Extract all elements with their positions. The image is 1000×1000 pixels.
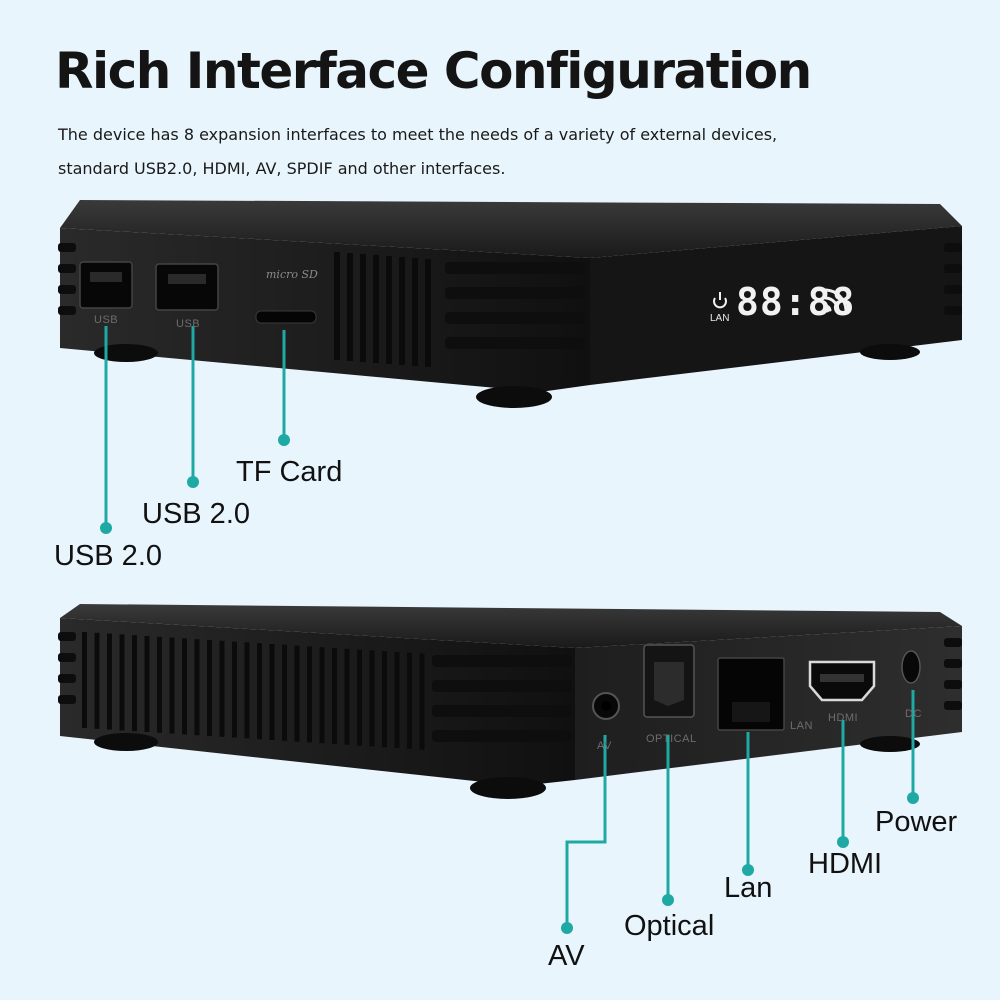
vent-slot	[319, 647, 325, 744]
vent-slot	[419, 653, 425, 750]
vent-slot	[182, 638, 187, 735]
usb-port-label-2: USB	[176, 318, 201, 330]
av-port-label: AV	[597, 740, 612, 752]
vent-slot	[119, 634, 125, 731]
rear-device	[58, 604, 962, 799]
dc-port-label: DC	[905, 708, 922, 720]
callout-usb-2: USB 2.0	[142, 498, 250, 530]
subtitle-line-1: The device has 8 expansion interfaces to…	[58, 125, 778, 144]
vent-slot	[269, 644, 275, 740]
av-jack	[592, 692, 620, 720]
vent-slot	[219, 640, 225, 737]
tf-card-slot	[255, 310, 317, 324]
vent-slot	[307, 646, 312, 743]
rear-left-ribs	[58, 632, 76, 704]
micro-sd-mark: micro SD	[266, 268, 318, 281]
usb-port-label-1: USB	[94, 314, 119, 326]
vent-slot	[207, 640, 212, 736]
power-icon	[713, 292, 727, 309]
callout-tf-card: TF Card	[236, 456, 343, 488]
led-display: 88:88	[736, 280, 856, 324]
lan-port	[717, 657, 785, 731]
callout-lan: Lan	[724, 872, 773, 904]
vent-slot	[394, 652, 400, 748]
rear-corner-ribs	[432, 655, 572, 742]
rear-callout-dots	[561, 792, 919, 934]
vent-slot	[294, 645, 300, 742]
callout-av: AV	[548, 940, 585, 972]
vent-slot	[144, 636, 150, 732]
front-vent	[334, 252, 431, 367]
page-subtitle: The device has 8 expansion interfaces to…	[58, 118, 958, 186]
vent-slot	[232, 641, 237, 738]
vent-slot	[244, 642, 250, 739]
front-right-ribs	[944, 243, 962, 315]
front-left-ribs	[58, 243, 76, 315]
page-title: Rich Interface Configuration	[55, 42, 812, 100]
vent-slot	[369, 650, 375, 747]
hdmi-port-label: HDMI	[828, 712, 859, 724]
optical-port-label: OPTICAL	[646, 733, 697, 745]
usb-port-2	[155, 263, 219, 311]
usb-port-1	[79, 261, 133, 309]
hdmi-port	[808, 660, 876, 702]
front-corner-ribs	[445, 262, 585, 349]
subtitle-line-2: standard USB2.0, HDMI, AV, SPDIF and oth…	[58, 159, 506, 178]
vent-slot	[357, 649, 362, 746]
lan-indicator: LAN	[710, 313, 730, 324]
vent-slot	[169, 637, 175, 734]
vent-slot	[282, 644, 287, 741]
callout-usb-1: USB 2.0	[54, 540, 162, 572]
callout-optical: Optical	[624, 910, 715, 942]
wifi-icon	[824, 288, 848, 313]
vent-slot	[407, 652, 412, 749]
rear-vent	[82, 632, 425, 750]
vent-slot	[344, 648, 350, 745]
vent-slot	[332, 648, 337, 744]
dc-jack	[901, 650, 921, 684]
vent-slot	[82, 632, 87, 728]
rear-right-ribs	[944, 638, 962, 710]
vent-slot	[94, 632, 100, 729]
optical-port	[643, 644, 695, 718]
vent-slot	[382, 651, 387, 748]
vent-slot	[257, 643, 262, 740]
rear-callout-lines	[565, 690, 915, 928]
callout-hdmi: HDMI	[808, 848, 883, 880]
vent-slot	[194, 639, 200, 736]
front-callout-lines	[100, 326, 290, 534]
vent-slot	[157, 636, 162, 733]
vent-slot	[132, 635, 137, 732]
callout-power: Power	[875, 806, 958, 838]
lan-port-label: LAN	[790, 720, 813, 732]
vent-slot	[107, 633, 112, 730]
